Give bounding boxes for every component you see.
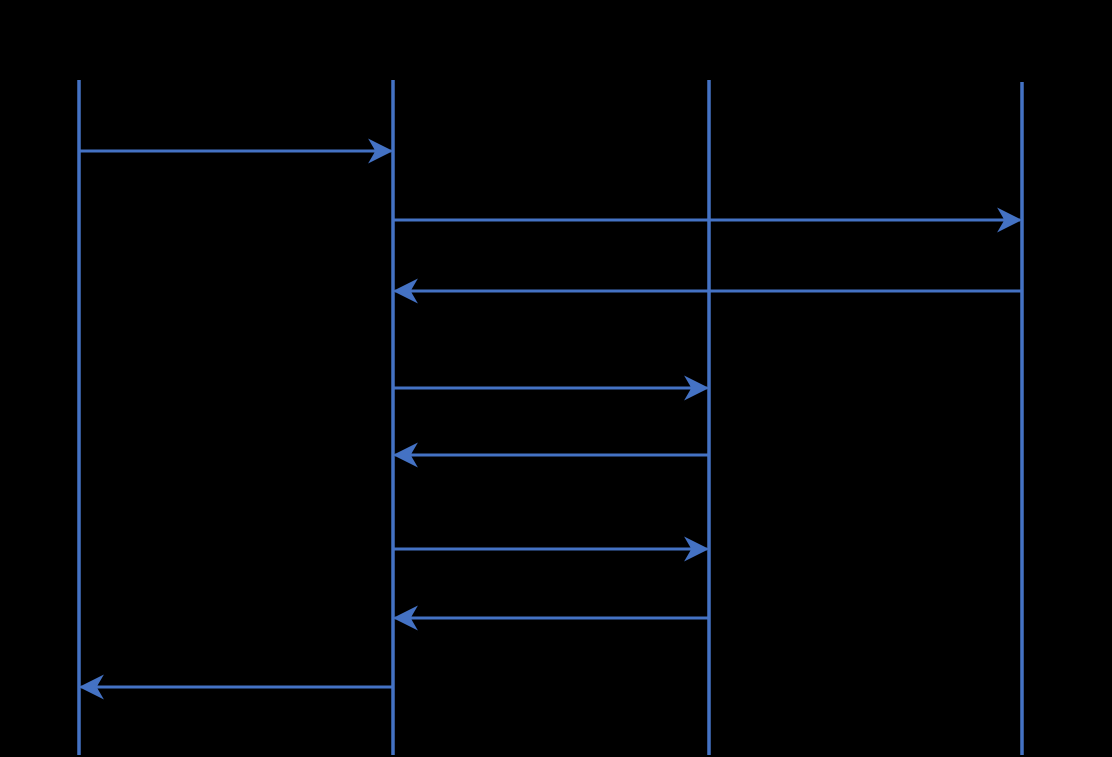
sequence-diagram-svg <box>77 80 1024 755</box>
diagram-canvas <box>77 80 1024 755</box>
